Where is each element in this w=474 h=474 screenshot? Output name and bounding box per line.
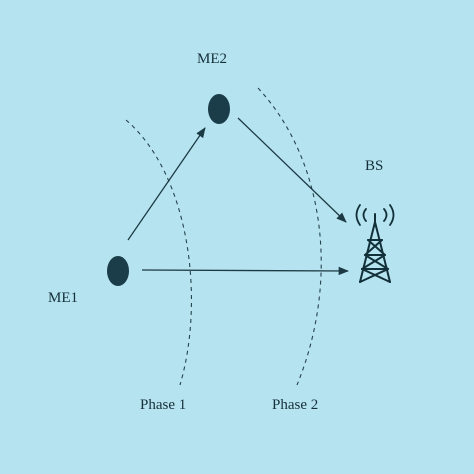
phase-1-boundary — [125, 119, 192, 386]
phase-1-label: Phase 1 — [140, 397, 186, 413]
arrow-me2-to-bs — [237, 117, 347, 223]
phase-2-boundary — [257, 87, 322, 386]
me1-node — [107, 256, 129, 286]
me1-label: ME1 — [48, 290, 78, 306]
arrow-me1-to-me2 — [127, 127, 206, 241]
antenna-tower-icon — [355, 204, 395, 283]
bs-label: BS — [365, 158, 383, 174]
arrow-me1-to-bs — [141, 266, 350, 276]
me2-node — [208, 94, 230, 124]
me2-label: ME2 — [197, 51, 227, 67]
phase-2-label: Phase 2 — [272, 397, 318, 413]
